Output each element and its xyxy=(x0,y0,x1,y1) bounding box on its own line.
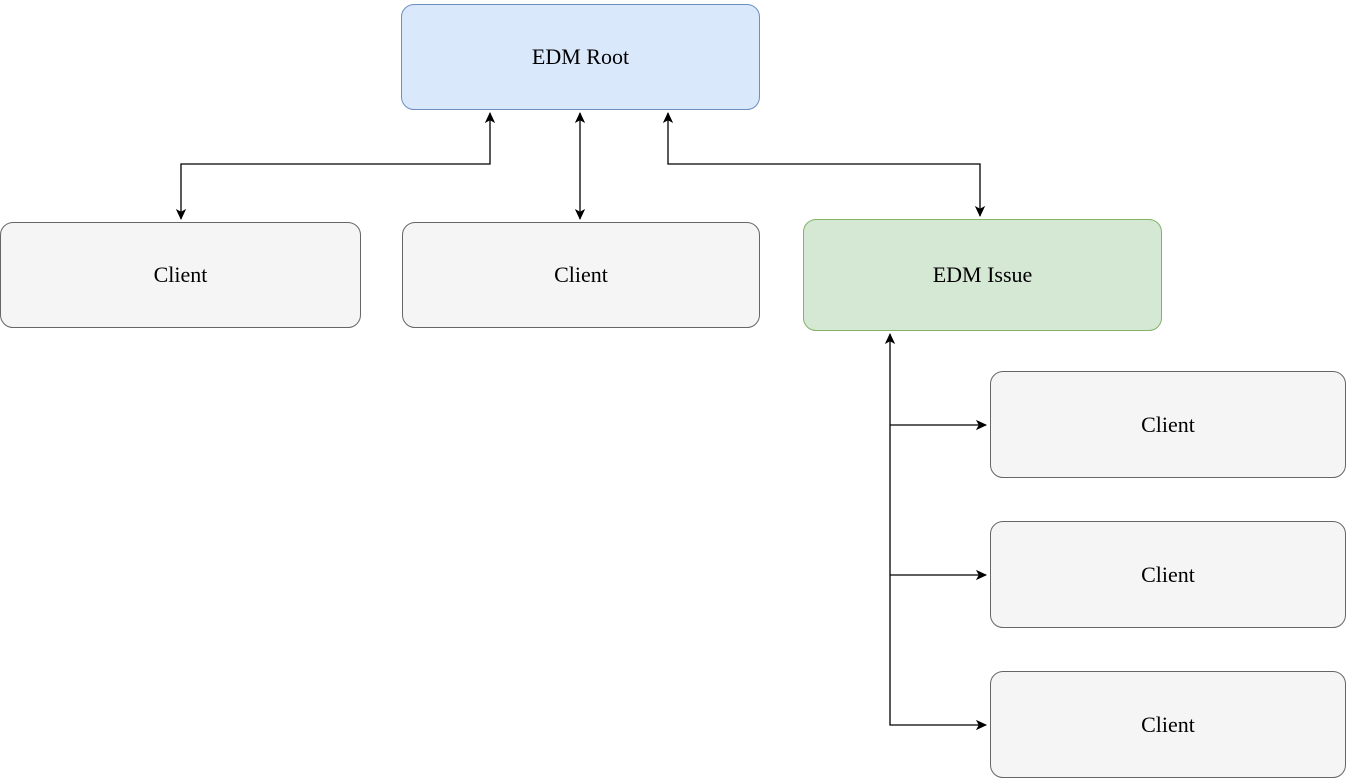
node-client-left: Client xyxy=(0,222,361,328)
node-edm-root-label: EDM Root xyxy=(531,44,630,69)
node-client-right-middle: Client xyxy=(990,521,1346,628)
node-edm-issue: EDM Issue xyxy=(803,219,1162,331)
edge-root-edm-issue xyxy=(662,111,986,218)
node-edm-root: EDM Root xyxy=(401,4,760,110)
node-client-left-label: Client xyxy=(153,262,208,287)
node-client-right-top-label: Client xyxy=(1141,411,1195,437)
node-client-right-bottom-label: Client xyxy=(1141,711,1195,737)
node-client-center: Client xyxy=(402,222,760,328)
edge-trunk-client-right-bottom xyxy=(884,332,988,731)
node-client-right-top: Client xyxy=(990,371,1346,478)
node-client-right-bottom: Client xyxy=(990,671,1346,778)
edge-root-client-left xyxy=(175,111,496,221)
node-client-center-label: Client xyxy=(554,262,608,287)
node-client-right-middle-label: Client xyxy=(1141,561,1195,587)
node-edm-issue-label: EDM Issue xyxy=(932,262,1033,287)
